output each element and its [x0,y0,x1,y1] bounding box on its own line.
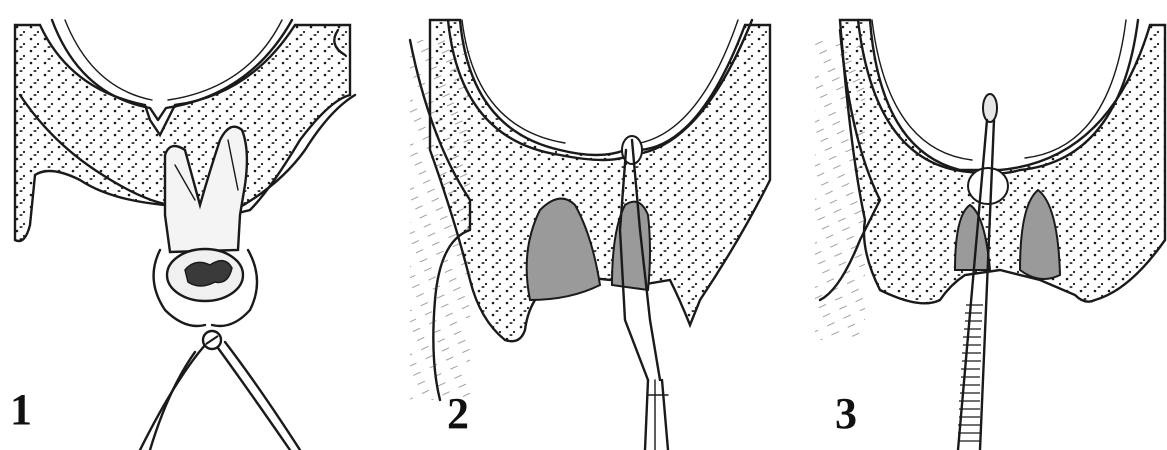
panel-2-bone [430,20,770,341]
panel-1-drawing [15,20,355,450]
panel-3-drawing [815,20,1165,450]
panel-3-number: 3 [835,392,857,436]
panel-3-bone [840,20,1165,303]
panel-1-number: 1 [10,388,32,432]
panel-2-drawing [410,20,770,450]
panel-2-number: 2 [447,392,469,436]
